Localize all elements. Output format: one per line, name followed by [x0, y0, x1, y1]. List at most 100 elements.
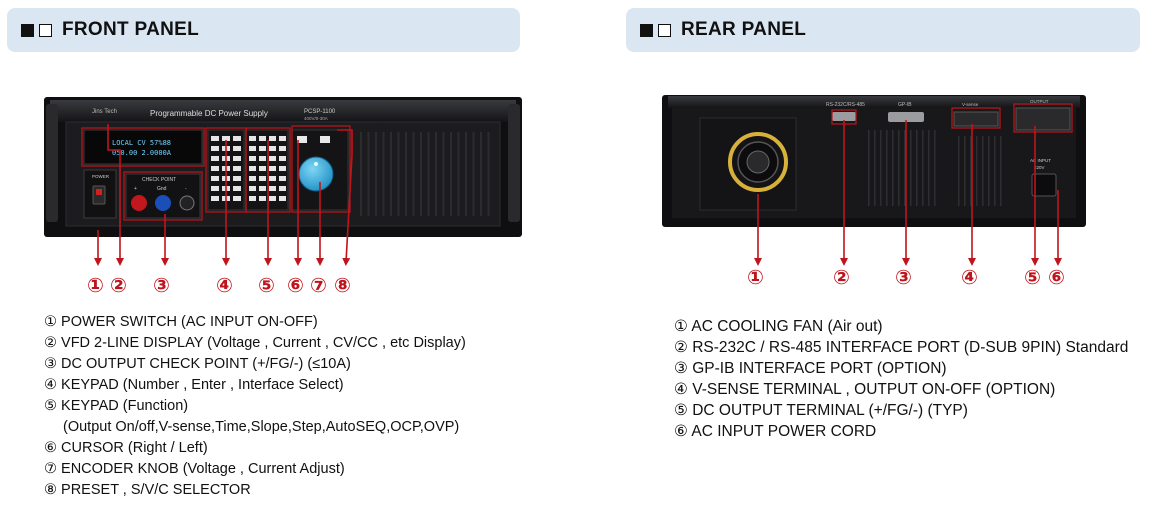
function-key[interactable] — [279, 186, 286, 191]
function-key[interactable] — [259, 166, 266, 171]
front-vent-slot — [390, 132, 392, 216]
function-key[interactable] — [279, 166, 286, 171]
function-key[interactable] — [249, 136, 256, 141]
number-key[interactable] — [211, 176, 219, 181]
vfd-line-2: 050.00 2.0000A — [112, 149, 172, 157]
rear-vent-slot — [880, 130, 882, 206]
vfd-line-1: LOCAL CV 57%88 — [112, 139, 171, 147]
number-key[interactable] — [211, 156, 219, 161]
function-key[interactable] — [269, 156, 276, 161]
rear-vent-slot — [988, 136, 990, 206]
function-keys — [249, 136, 286, 201]
ac-input-socket[interactable] — [1031, 173, 1057, 197]
front-vent-slot — [465, 132, 467, 216]
rear-vent-slot — [964, 136, 966, 206]
function-key[interactable] — [259, 196, 266, 201]
front-callout-3: ③ — [153, 273, 170, 297]
front-panel-legend: ① POWER SWITCH (AC INPUT ON-OFF) ② VFD 2… — [44, 312, 466, 501]
function-key[interactable] — [259, 156, 266, 161]
number-key[interactable] — [211, 196, 219, 201]
rear-vent-slot — [976, 136, 978, 206]
vfd-display — [83, 129, 203, 165]
function-key[interactable] — [249, 186, 256, 191]
power-switch-indicator — [96, 189, 102, 195]
ac-volt-label: 220V — [1034, 165, 1045, 170]
device-name-label: Programmable DC Power Supply — [150, 109, 268, 118]
filled-square-icon — [640, 23, 653, 37]
rear-callout-5: ⑤ — [1024, 265, 1041, 289]
function-key[interactable] — [249, 156, 256, 161]
front-vent-slot — [472, 132, 475, 216]
rear-panel-title: REAR PANEL — [681, 19, 807, 40]
number-key[interactable] — [211, 136, 219, 141]
negative-terminal[interactable] — [179, 195, 195, 211]
gpib-port[interactable] — [888, 112, 924, 122]
front-legend-item-5-detail: (Output On/off,V-sense,Time,Slope,Step,A… — [63, 419, 460, 435]
fan-hub — [746, 150, 770, 174]
rear-vent-slot — [886, 130, 888, 206]
outline-square-icon — [39, 23, 52, 37]
display-highlight — [81, 127, 205, 167]
function-key[interactable] — [279, 136, 286, 141]
number-key[interactable] — [233, 146, 241, 151]
function-keypad-highlight — [245, 127, 291, 213]
rear-vent-slot — [1000, 136, 1002, 206]
gnd-label: Gnd — [157, 186, 167, 192]
number-key[interactable] — [222, 136, 230, 141]
function-key[interactable] — [279, 146, 286, 151]
rs-port[interactable] — [832, 112, 856, 121]
function-key[interactable] — [259, 136, 266, 141]
cursor-right-key[interactable] — [320, 136, 330, 143]
number-key[interactable] — [233, 136, 241, 141]
gnd-terminal[interactable] — [155, 195, 171, 211]
function-key[interactable] — [269, 136, 276, 141]
output-highlight — [1013, 103, 1073, 133]
number-key[interactable] — [211, 186, 219, 191]
rear-vent-slot — [874, 130, 876, 206]
number-key[interactable] — [233, 176, 241, 181]
function-key[interactable] — [279, 156, 286, 161]
number-key[interactable] — [233, 186, 241, 191]
encoder-knob[interactable] — [298, 156, 334, 192]
number-key[interactable] — [211, 166, 219, 171]
ac-input-label: AC INPUT — [1030, 158, 1051, 163]
rear-callout-1: ① — [747, 265, 764, 289]
rear-vent-slot — [910, 130, 912, 206]
function-key[interactable] — [249, 176, 256, 181]
function-key[interactable] — [259, 146, 266, 151]
cursor-left-key[interactable] — [297, 136, 307, 143]
function-key[interactable] — [249, 166, 256, 171]
front-legend-item-2: ② VFD 2-LINE DISPLAY (Voltage , Current … — [44, 335, 466, 351]
positive-terminal[interactable] — [131, 195, 147, 211]
front-panel-header: FRONT PANEL — [7, 8, 520, 52]
function-key[interactable] — [259, 186, 266, 191]
function-key[interactable] — [249, 196, 256, 201]
function-key[interactable] — [269, 176, 276, 181]
front-vent-slot — [367, 132, 370, 216]
number-key[interactable] — [211, 146, 219, 151]
number-key[interactable] — [233, 156, 241, 161]
front-vent-slot — [397, 132, 400, 216]
function-key[interactable] — [269, 196, 276, 201]
function-key[interactable] — [269, 186, 276, 191]
number-key[interactable] — [233, 196, 241, 201]
rear-callout-2: ② — [833, 265, 850, 289]
gpib-label: GP-IB — [898, 102, 912, 108]
output-terminal[interactable] — [1015, 107, 1071, 131]
vsense-terminal[interactable] — [953, 111, 999, 127]
front-callout-4: ④ — [216, 273, 233, 297]
rs-highlight — [831, 109, 857, 125]
function-key[interactable] — [269, 166, 276, 171]
function-key[interactable] — [259, 176, 266, 181]
rear-panel-header: REAR PANEL — [626, 8, 1140, 52]
front-legend-item-7: ⑦ ENCODER KNOB (Voltage , Current Adjust… — [44, 461, 345, 477]
function-key[interactable] — [249, 146, 256, 151]
rear-vent-slot — [994, 136, 996, 206]
function-key[interactable] — [279, 176, 286, 181]
front-callout-7: ⑦ — [310, 273, 327, 297]
plus-label: + — [134, 186, 137, 192]
function-key[interactable] — [269, 146, 276, 151]
function-key[interactable] — [279, 196, 286, 201]
front-legend-item-5: ⑤ KEYPAD (Function) — [44, 398, 189, 414]
number-key[interactable] — [233, 166, 241, 171]
